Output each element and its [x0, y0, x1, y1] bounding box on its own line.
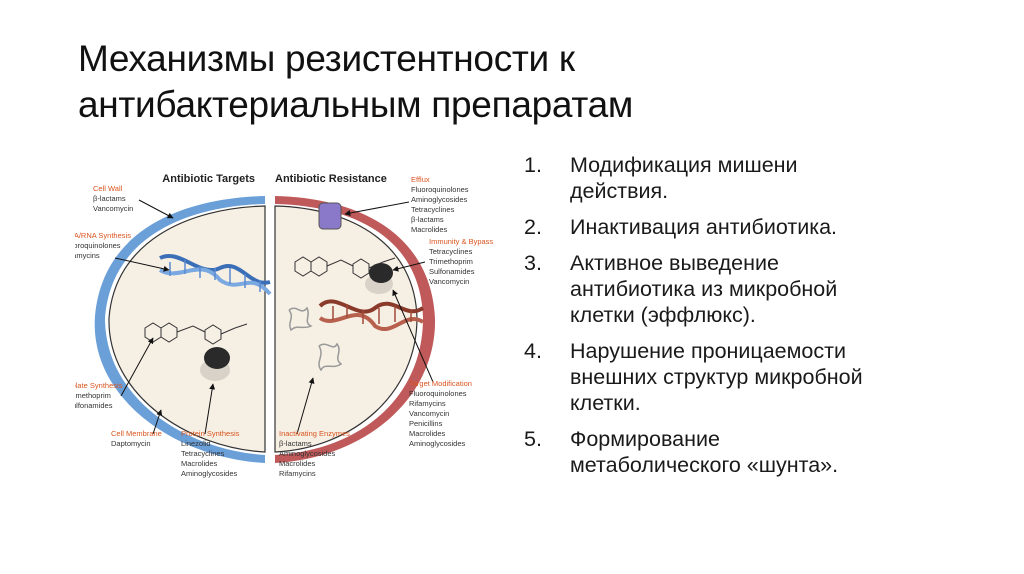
- slide-title-line-2: антибактериальным препаратам: [78, 84, 633, 125]
- label-target-mod-item-5: Macrolides: [409, 429, 446, 438]
- label-efflux-item-3: Tetracyclines: [411, 205, 455, 214]
- label-protein-item-3: Macrolides: [181, 459, 218, 468]
- list-item: 4. Нарушение проницаемости внешних струк…: [524, 338, 1004, 416]
- list-line: Модификация мишени: [570, 153, 798, 177]
- list-item: 5. Формирование метаболического «шунта».: [524, 426, 1004, 478]
- label-efflux-item-4: β-lactams: [411, 215, 444, 224]
- list-line: Формирование: [570, 427, 720, 451]
- list-item: 1. Модификация мишени действия.: [524, 152, 1004, 204]
- label-immunity-item-3: Sulfonamides: [429, 267, 475, 276]
- label-efflux-item-2: Aminoglycosides: [411, 195, 468, 204]
- arrow-protein: [204, 383, 216, 435]
- mechanisms-list: 1. Модификация мишени действия. 2. Инакт…: [524, 152, 1004, 488]
- label-immunity-title: Immunity & Bypass: [429, 237, 493, 246]
- label-folate-title: Folate Synthesis: [75, 381, 123, 390]
- list-line: антибиотика из микробной: [570, 277, 838, 301]
- label-efflux-item-5: Macrolides: [411, 225, 448, 234]
- list-number: 2.: [524, 215, 542, 239]
- label-inactivating-item-1: β-lactams: [279, 439, 312, 448]
- label-inactivating-item-4: Rifamycins: [279, 469, 316, 478]
- label-cell-membrane-title: Cell Membrane: [111, 429, 162, 438]
- arrow-cell-wall: [138, 199, 174, 219]
- label-dna-item-2: Rifamycins: [75, 251, 100, 260]
- ribosome-icon-left: [200, 347, 230, 381]
- label-cell-wall-title: Cell Wall: [93, 184, 123, 193]
- label-cell-wall-item-2: Vancomycin: [93, 204, 133, 213]
- label-target-mod-item-1: Fluoroquinolones: [409, 389, 467, 398]
- list-line: Инактивация антибиотика.: [570, 215, 838, 239]
- list-text: Инактивация антибиотика.: [570, 214, 1004, 240]
- label-inactivating-item-2: Aminoglycosides: [279, 449, 336, 458]
- label-target-mod-item-4: Penicillins: [409, 419, 443, 428]
- ribosome-icon-right: [365, 263, 393, 294]
- list-number: 1.: [524, 153, 542, 177]
- label-cell-wall-item-1: β-lactams: [93, 194, 126, 203]
- list-text: Формирование метаболического «шунта».: [570, 426, 1004, 478]
- efflux-pump-icon: [318, 202, 342, 230]
- label-protein-title: Protein Synthesis: [181, 429, 240, 438]
- list-line: клетки (эффлюкс).: [570, 303, 756, 327]
- list-line: Активное выведение: [570, 251, 779, 275]
- label-cell-membrane-item-1: Daptomycin: [111, 439, 151, 448]
- label-target-mod-item-6: Aminoglycosides: [409, 439, 466, 448]
- list-line: метаболического «шунта».: [570, 453, 839, 477]
- list-line: клетки.: [570, 391, 641, 415]
- label-folate-item-2: Sulfonamides: [75, 401, 113, 410]
- slide-title: Механизмы резистентности к антибактериал…: [78, 36, 958, 128]
- arrow-cell-membrane: [152, 409, 163, 435]
- list-item: 2. Инактивация антибиотика.: [524, 214, 1004, 240]
- label-immunity-item-4: Vancomycin: [429, 277, 469, 286]
- list-item: 3. Активное выведение антибиотика из мик…: [524, 250, 1004, 328]
- label-target-mod-title: Target Modification: [409, 379, 472, 388]
- arrow-immunity: [392, 261, 426, 272]
- label-inactivating-title: Inactivating Enzymes: [279, 429, 350, 438]
- arrow-inactivating: [296, 377, 315, 435]
- label-immunity-item-1: Tetracyclines: [429, 247, 473, 256]
- dna-helix-icon-left: [158, 254, 272, 296]
- list-line: Нарушение проницаемости: [570, 339, 846, 363]
- resistance-diagram: Antibiotic Targets Antibiotic Resistance: [75, 158, 515, 488]
- right-header: Antibiotic Resistance: [275, 173, 387, 185]
- list-text: Модификация мишени действия.: [570, 152, 1004, 204]
- label-dna-title: DNA/RNA Synthesis: [75, 231, 131, 240]
- resistance-diagram-svg: Antibiotic Targets Antibiotic Resistance: [75, 173, 493, 478]
- list-number: 3.: [524, 251, 542, 275]
- label-efflux-item-1: Fluoroquinolones: [411, 185, 469, 194]
- list-line: внешних структур микробной: [570, 365, 863, 389]
- label-protein-item-4: Aminoglycosides: [181, 469, 238, 478]
- label-inactivating-item-3: Macrolides: [279, 459, 316, 468]
- arrow-folate: [120, 337, 154, 397]
- list-number: 5.: [524, 427, 542, 451]
- label-target-mod-item-3: Vancomycin: [409, 409, 449, 418]
- molecule-icon-left: [144, 322, 248, 345]
- label-protein-item-1: Linezolid: [181, 439, 211, 448]
- list-text: Активное выведение антибиотика из микроб…: [570, 250, 1004, 328]
- list-line: действия.: [570, 179, 669, 203]
- label-dna-item-1: Fluoroquinolones: [75, 241, 121, 250]
- slide-title-line-1: Механизмы резистентности к: [78, 38, 575, 79]
- arrow-efflux: [344, 201, 410, 216]
- list-text: Нарушение проницаемости внешних структур…: [570, 338, 1004, 416]
- label-folate-item-1: Trimethoprim: [75, 391, 111, 400]
- dna-helix-icon-right: [318, 299, 425, 331]
- arrow-dna: [114, 257, 170, 272]
- list-number: 4.: [524, 339, 542, 363]
- arrow-target-mod: [392, 289, 434, 383]
- label-efflux-title: Efflux: [411, 175, 430, 184]
- enzyme-icon-1: [288, 306, 313, 332]
- enzyme-icon-2: [318, 342, 343, 372]
- left-header: Antibiotic Targets: [162, 173, 255, 185]
- label-immunity-item-2: Trimethoprim: [429, 257, 473, 266]
- label-protein-item-2: Tetracyclines: [181, 449, 225, 458]
- label-target-mod-item-2: Rifamycins: [409, 399, 446, 408]
